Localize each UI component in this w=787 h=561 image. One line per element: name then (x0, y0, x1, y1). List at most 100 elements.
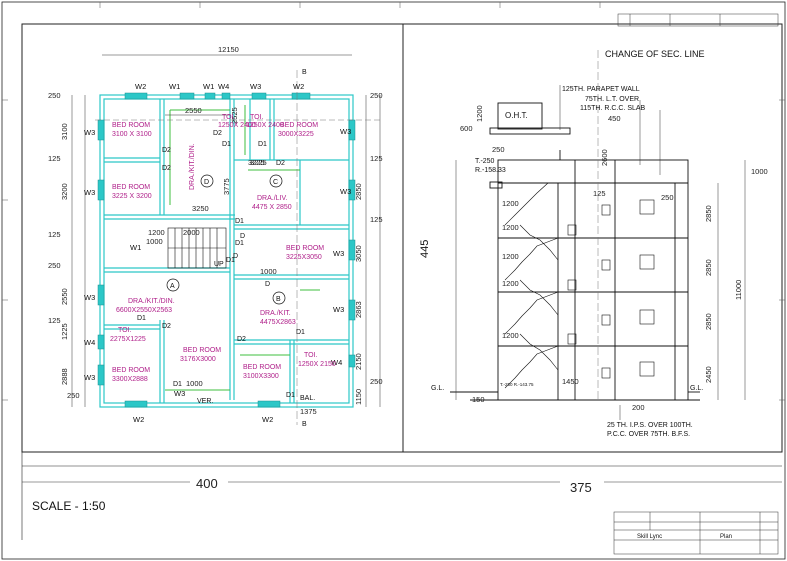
title-block-company: Skill Lync (637, 534, 662, 540)
room-8-size: 3225X3050 (286, 254, 322, 261)
window-right-w3a: W3 (340, 127, 351, 136)
right-dim-7: 2150 (354, 353, 363, 370)
width-right: 375 (570, 480, 592, 495)
room-13-size: 3100X3300 (243, 373, 279, 380)
cross-section: CHANGE OF SEC. LINE 125TH. PARAPET WALL … (419, 49, 768, 438)
door-9: D (233, 253, 238, 260)
door-14: D1 (137, 315, 146, 322)
section-mark-top: B (302, 69, 307, 76)
room-6-name: DRA./KIT./DIN. (189, 143, 196, 190)
sec-dim-600: 600 (460, 124, 473, 133)
sec-dim-1000: 1000 (751, 167, 768, 176)
door-3: D2 (213, 130, 222, 137)
door-10: D (240, 233, 245, 240)
scale-label: SCALE - 1:50 (32, 499, 106, 513)
sec-dim-200: 200 (632, 403, 645, 412)
sec-dim-2850b: 2850 (704, 259, 713, 276)
room-14-size: 3300X2888 (112, 376, 148, 383)
plinth-label: T.-250 R.-143.75 (500, 382, 534, 387)
right-dim-5: 3050 (354, 245, 363, 262)
inner-dim-5: 1000 (186, 379, 203, 388)
height-445: 445 (419, 240, 431, 258)
right-dim-9: 1150 (354, 389, 363, 405)
right-dim-2: 125 (370, 154, 383, 163)
inner-dim-8: 1000 (146, 237, 163, 246)
right-dim-4: 125 (370, 215, 383, 224)
oht-label: O.H.T. (505, 111, 528, 120)
room-8-name: BED ROOM (286, 245, 324, 252)
base-note-1: 25 TH. I.P.S. OVER 100TH. (607, 422, 693, 429)
right-dim-3: 2850 (354, 183, 363, 200)
sec-dim-450: 450 (608, 114, 621, 123)
door-6: D2 (276, 160, 285, 167)
left-dim-7: 2550 (60, 288, 69, 305)
left-dim-9: 125 (48, 316, 61, 325)
room-2-name: BED ROOM (112, 184, 150, 191)
sec-dim-2600: 2600 (600, 149, 609, 166)
door-11: D (265, 281, 270, 288)
base-note-2: P.C.C. OVER 75TH. B.F.S. (607, 431, 690, 438)
flat-tag-c: C (273, 179, 278, 186)
room-10-name: DRA./KIT. (260, 310, 291, 317)
left-dim-2: 3100 (60, 123, 69, 140)
sec-dim-1200f: 1200 (502, 331, 519, 340)
window-right-w3b: W3 (340, 187, 351, 196)
door-17: D1 (286, 392, 295, 399)
door-7: D1 (235, 218, 244, 225)
door-18: D1 (226, 257, 235, 264)
left-dim-3: 125 (48, 154, 61, 163)
window-left-w3c: W3 (84, 293, 95, 302)
sec-dim-2450: 2450 (704, 366, 713, 383)
flat-tag-a: A (170, 283, 175, 290)
ver-label: VER. (197, 398, 213, 405)
window-right-w4: W4 (331, 358, 342, 367)
room-14-name: BED ROOM (112, 367, 150, 374)
sec-dim-2850c: 2850 (704, 313, 713, 330)
room-4-size: 1250X 2400 (246, 122, 284, 129)
door-5: D1 (258, 141, 267, 148)
inner-dim-6: 3225 (250, 158, 267, 167)
sec-dim-250b: 250 (661, 193, 674, 202)
door-4: D1 (222, 141, 231, 148)
room-7-size: 4475 X 2850 (252, 204, 292, 211)
room-5-name: BED ROOM (280, 122, 318, 129)
sec-dim-150: 150 (472, 395, 485, 404)
width-left: 400 (196, 476, 218, 491)
room-12-size: 3176X3000 (180, 356, 216, 363)
height-total: 11000 (734, 280, 743, 300)
top-dim-1: 2550 (185, 106, 202, 115)
sec-dim-1200e: 1200 (502, 279, 519, 288)
window-left-w3d: W3 (84, 373, 95, 382)
stair-up-label: UP (214, 261, 224, 268)
sec-dim-250: 250 (492, 145, 505, 154)
window-top-w2: W2 (135, 82, 146, 91)
window-left-w1: W1 (130, 243, 141, 252)
room-15-size: 1250X 2150 (298, 361, 336, 368)
room-11-name: TOI. (118, 327, 132, 334)
room-3-size: 1250X 2400 (218, 122, 256, 129)
room-9-size: 6600X2550X2563 (116, 307, 172, 314)
inner-dim-3: 2000 (183, 228, 200, 237)
parapet-note: 125TH. PARAPET WALL (562, 86, 640, 93)
left-dim-4: 3200 (60, 183, 69, 200)
window-top-w2b: W2 (293, 82, 304, 91)
top-dim-3: 3225 (248, 158, 265, 167)
window-top-w1a: W1 (169, 82, 180, 91)
room-6-size: 3775 (222, 178, 231, 195)
window-bottom-w3: W3 (174, 389, 185, 398)
left-dim-10: 2888 (60, 368, 69, 385)
slab-note-2: 115TH. R.C.C. SLAB (580, 105, 646, 112)
section-mark-bottom: B (302, 421, 307, 428)
room-3-name: TOI. (222, 114, 236, 121)
window-top-w3: W3 (250, 82, 261, 91)
room-7-name: DRA./LIV. (257, 195, 288, 202)
left-dim-11: 250 (67, 391, 80, 400)
room-15-name: TOI. (304, 352, 318, 359)
window-bottom-w2b: W2 (262, 415, 273, 424)
room-5-size: 3000X3225 (278, 131, 314, 138)
title-block-title: Plan (720, 534, 732, 540)
left-dim-6: 250 (48, 261, 61, 270)
left-dim-1: 250 (48, 91, 61, 100)
radius-label: R.-158.33 (475, 167, 506, 174)
